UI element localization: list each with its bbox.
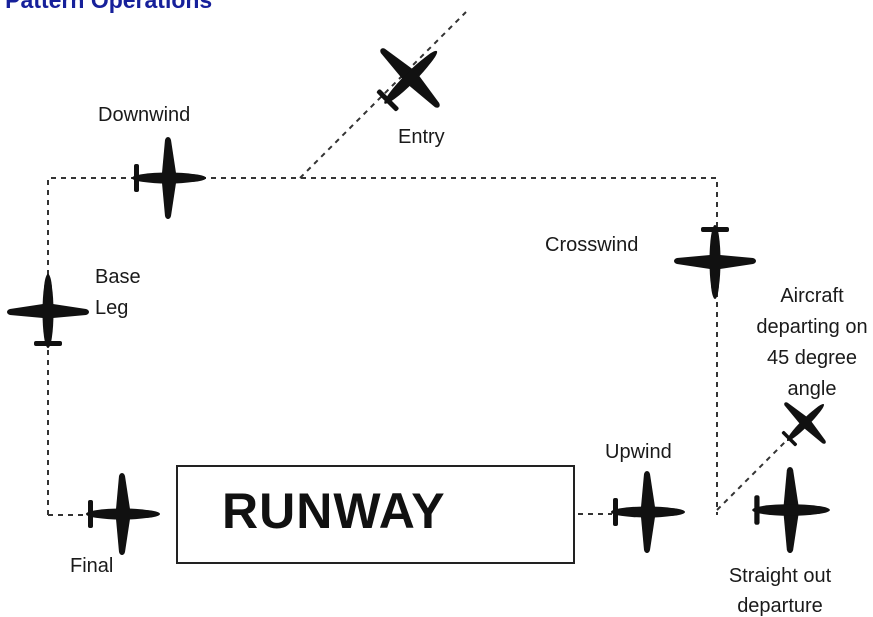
runway (176, 465, 575, 564)
label-entry: Entry (398, 126, 445, 148)
label-final: Final (70, 555, 113, 577)
airplane-icon-straight-out (752, 466, 830, 554)
pattern-path (47, 177, 718, 515)
label-straight-out-line1: Straight out (729, 565, 832, 587)
label-departing-45-line4: angle (788, 378, 837, 400)
label-departing-45-line3: 45 degree (767, 347, 857, 369)
label-straight-out-line2: departure (737, 595, 823, 617)
label-base-line2: Leg (95, 297, 128, 319)
label-base-line1: Base (95, 266, 141, 288)
airplane-icon-final (86, 473, 160, 555)
label-upwind: Upwind (605, 441, 672, 463)
airplane-icon-crosswind (674, 225, 756, 299)
airplane-icon-upwind (611, 471, 685, 553)
airplane-icon-entry (355, 22, 466, 133)
airplane-icon-base (7, 274, 89, 348)
airplane-icon-downwind (132, 137, 206, 219)
runway-label: RUNWAY (222, 483, 446, 539)
label-crosswind: Crosswind (545, 234, 638, 256)
label-departing-45-line1: Aircraft (780, 285, 844, 307)
diagram-title: c Pattern Operations (0, 0, 212, 13)
label-departing-45-line2: departing on (756, 316, 867, 338)
label-downwind: Downwind (98, 104, 190, 126)
